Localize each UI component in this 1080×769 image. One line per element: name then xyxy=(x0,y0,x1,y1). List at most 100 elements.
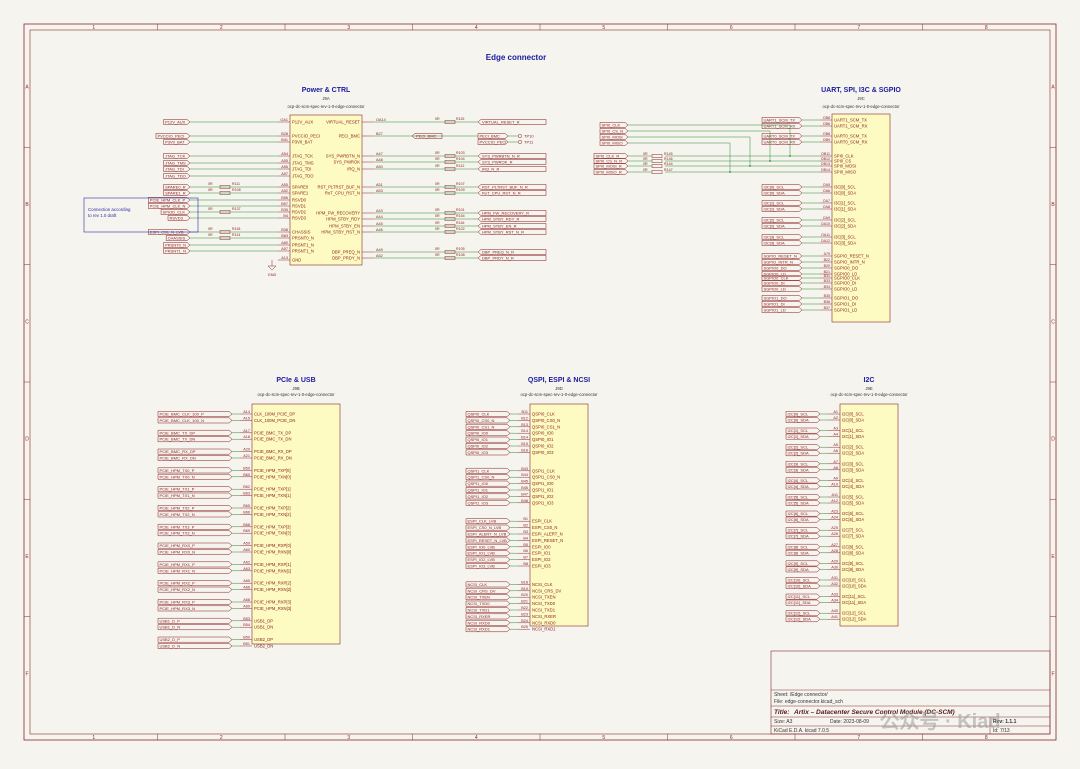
pin-number: B53 xyxy=(243,617,250,621)
net-label: SGPIO0_DI xyxy=(761,280,803,286)
pin-name: I2C[6]_SCL xyxy=(842,511,864,516)
net-label: I2C[4]_SDA xyxy=(785,483,821,490)
resistor-ref: R145 xyxy=(664,152,673,156)
net-label-shape xyxy=(465,600,511,607)
net-label: SPI0_MOSI_R xyxy=(593,163,629,169)
resistor-ref: R115 xyxy=(456,117,464,121)
resistor-value: 0R xyxy=(435,164,440,168)
pin-number: A51 xyxy=(376,183,383,187)
pin-name: ESPI_IO0 xyxy=(532,544,551,549)
net-label-shape xyxy=(465,487,511,493)
net-label-text: QSPI0_IO0 xyxy=(468,431,489,436)
pin-number: OA11 xyxy=(821,233,830,237)
resistor-ref: R108 xyxy=(456,253,465,257)
net-label-text: QSPI0_CLK xyxy=(468,412,490,417)
net-label-text: ESPI_IO1_LVB xyxy=(468,551,496,556)
net-label: ESPI_IO0_LVB xyxy=(465,543,511,550)
net-label: I2C[2]_SDA xyxy=(785,450,821,457)
pin-name: I2C[9]_SDA xyxy=(842,567,864,572)
pin-name: JTAG_TMS xyxy=(292,161,314,166)
net-label: SPI0_MISO xyxy=(599,140,629,146)
net-label-shape xyxy=(761,275,803,281)
net-label-text: RSVD3 xyxy=(170,216,184,221)
net-label-shape xyxy=(465,587,511,594)
pin-number: A26 xyxy=(831,532,838,536)
pin-name: QSPI0_IO2 xyxy=(532,444,554,449)
net-label: NCSI_RXER xyxy=(465,613,511,620)
net-label: PCIE_HPM_CLK_P xyxy=(148,197,191,203)
net-label-shape xyxy=(465,430,511,437)
net-label: PCIE_HPM_RX1_P xyxy=(157,561,233,568)
sheet-rev: Rev: 1.1.1 xyxy=(993,719,1017,725)
net-label-shape xyxy=(157,429,233,436)
pin-number: A41 xyxy=(831,615,838,619)
sheet-title: Artix – Datacenter Secure Control Module… xyxy=(793,709,955,716)
net-label-shape xyxy=(163,173,191,179)
net-label: UART1_SCM_RX xyxy=(761,123,803,129)
net-label: PCIE_BMC_TX_DP xyxy=(157,429,233,436)
row-label: E xyxy=(1051,554,1055,560)
net-label-shape xyxy=(163,139,191,145)
net-label: PCIE_BMC_RX_DP xyxy=(157,448,233,455)
pin-name: RSVD3 xyxy=(292,216,307,221)
net-label-shape xyxy=(465,619,511,626)
resistor-ref: R103 xyxy=(456,151,465,155)
testpoint-label: TP10 xyxy=(524,134,534,139)
pin-name: PCIE_HPM_RXN[3] xyxy=(254,606,291,611)
pin-number: A9 xyxy=(833,476,838,480)
pin-number: OA8 xyxy=(823,205,830,209)
net-label-shape xyxy=(157,561,233,568)
resistor-ref: R112 xyxy=(456,164,464,168)
net-label-shape xyxy=(157,605,233,612)
pin-number: B20 xyxy=(824,264,830,268)
net-label-text: I2C[6]_SCL xyxy=(788,511,809,516)
net-label: I3C[3]_SDA xyxy=(761,240,803,246)
net-label-text: I2C[3]_SDA xyxy=(788,467,809,472)
net-label: I2C[12]_SCL xyxy=(785,610,821,617)
pin-number: A80 xyxy=(281,241,288,245)
pin-name: PCIE_HPM_TXP[3] xyxy=(254,524,291,529)
net-label-shape xyxy=(477,159,547,165)
pin-number: B51 xyxy=(243,642,250,646)
resistor-ref: R102 xyxy=(456,227,465,231)
net-label-shape xyxy=(477,139,509,145)
net-label: PCIE_BMC_RX_DN xyxy=(157,455,233,461)
pin-number: A55 xyxy=(281,183,288,187)
net-label-text: SPI0_CLK_R xyxy=(596,154,620,159)
net-label-text: PCIE_BMC_RX_DN xyxy=(160,456,196,461)
pin-number: B50 xyxy=(243,636,250,640)
pin-number: A79 xyxy=(824,252,830,256)
net-label-text: PCIE_HPM_TX2_P xyxy=(160,506,195,511)
net-label-text: SGPIO_RESET_N xyxy=(764,254,797,259)
net-label: I2C[6]_SCL xyxy=(785,510,821,517)
pin-number: B31 xyxy=(824,274,830,278)
row-label: A xyxy=(25,85,29,91)
pin-name: QSPI1_IO3 xyxy=(532,500,554,505)
resistor-value: 0R xyxy=(643,162,648,166)
net-label: SPIOD_CLK xyxy=(160,209,191,215)
pin-name: ESPI_ALERT_N xyxy=(532,532,563,537)
pin-name: I3C[3]_SCL xyxy=(834,235,856,240)
symbol-pcie: PCIe & USBJ9Bocp-dc-scm-spec-rev-1-0-edg… xyxy=(157,377,341,649)
pin-number: A56 xyxy=(281,165,288,169)
pin-number: A65 xyxy=(243,579,250,583)
net-label-text: PCIE_HPM_TX0_N xyxy=(160,474,195,479)
pin-name: PRSNT0_N xyxy=(292,236,314,241)
pin-name: SPI0_MOSI xyxy=(834,164,856,169)
